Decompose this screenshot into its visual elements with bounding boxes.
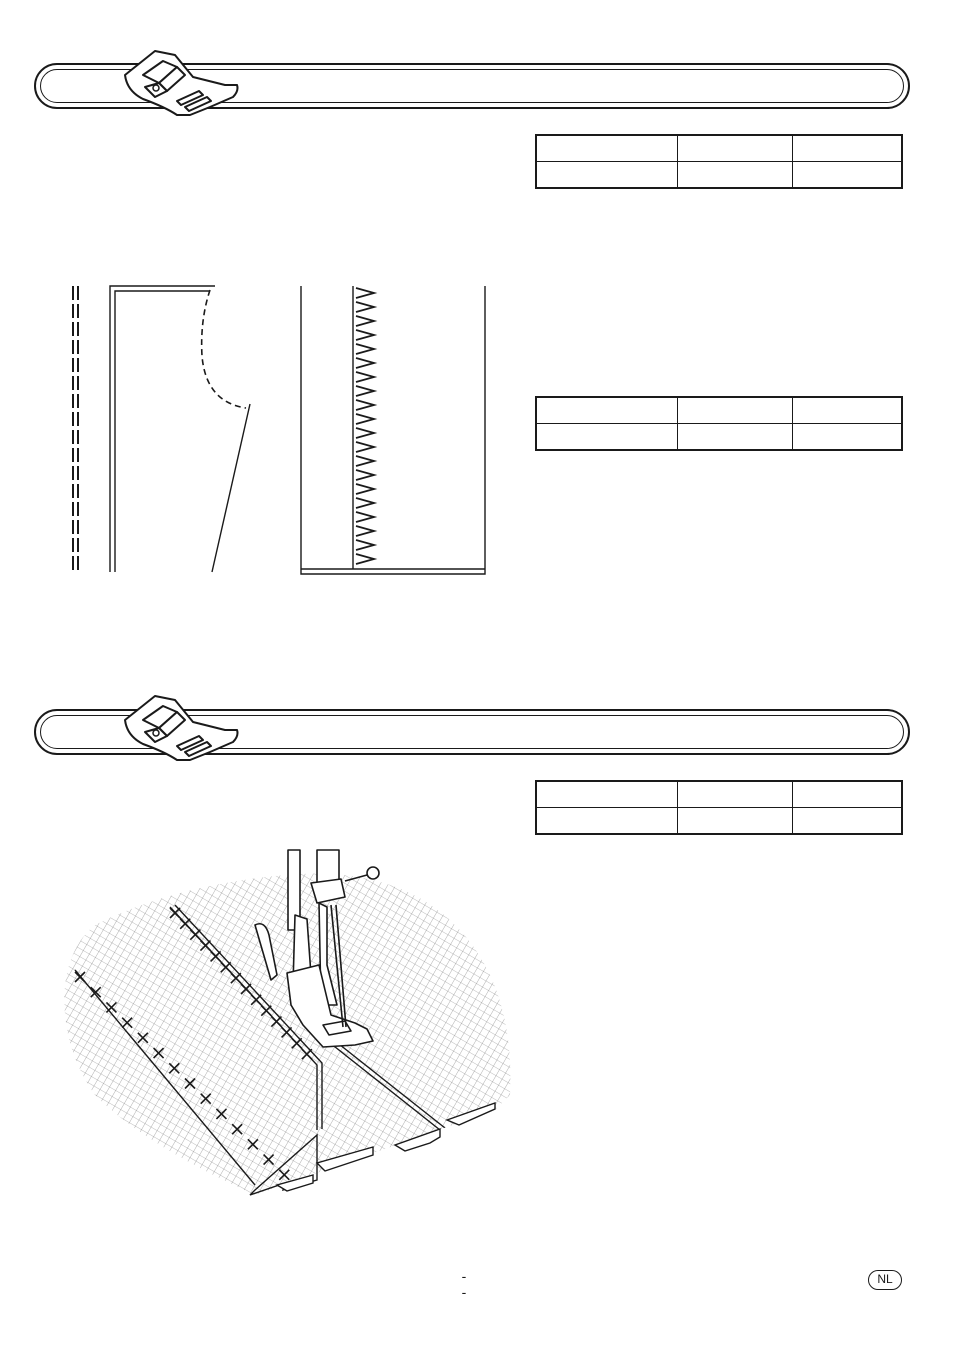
table-cell: [792, 423, 903, 451]
table-cell: [535, 396, 678, 424]
table-cell: [792, 396, 903, 424]
table-row: [535, 396, 903, 424]
table-cell: [792, 780, 903, 808]
table-row: [535, 423, 903, 451]
table-row: [535, 807, 903, 835]
page-number: - -: [461, 1268, 489, 1300]
section-banner-bottom: [34, 709, 910, 755]
table-cell: [677, 423, 793, 451]
presser-foot-icon: [124, 695, 239, 761]
table-cell: [535, 161, 678, 189]
table-row: [535, 780, 903, 808]
settings-table-2: [535, 396, 903, 451]
table-cell: [792, 161, 903, 189]
table-row: [535, 134, 903, 162]
table-cell: [535, 423, 678, 451]
table-cell: [677, 161, 793, 189]
table-cell: [677, 780, 793, 808]
table-cell: [535, 807, 678, 835]
settings-table-1: [535, 134, 903, 189]
table-row: [535, 161, 903, 189]
table-cell: [677, 134, 793, 162]
table-cell: [792, 134, 903, 162]
section-banner-top: [34, 63, 910, 109]
garment-pattern-illustration: [72, 285, 486, 575]
presser-foot-icon: [124, 50, 239, 116]
sewing-machine-fabric-illustration: [64, 849, 511, 1196]
table-cell: [535, 780, 678, 808]
table-cell: [535, 134, 678, 162]
settings-table-3: [535, 780, 903, 835]
table-cell: [677, 396, 793, 424]
language-badge: NL: [868, 1270, 902, 1290]
table-cell: [677, 807, 793, 835]
table-cell: [792, 807, 903, 835]
